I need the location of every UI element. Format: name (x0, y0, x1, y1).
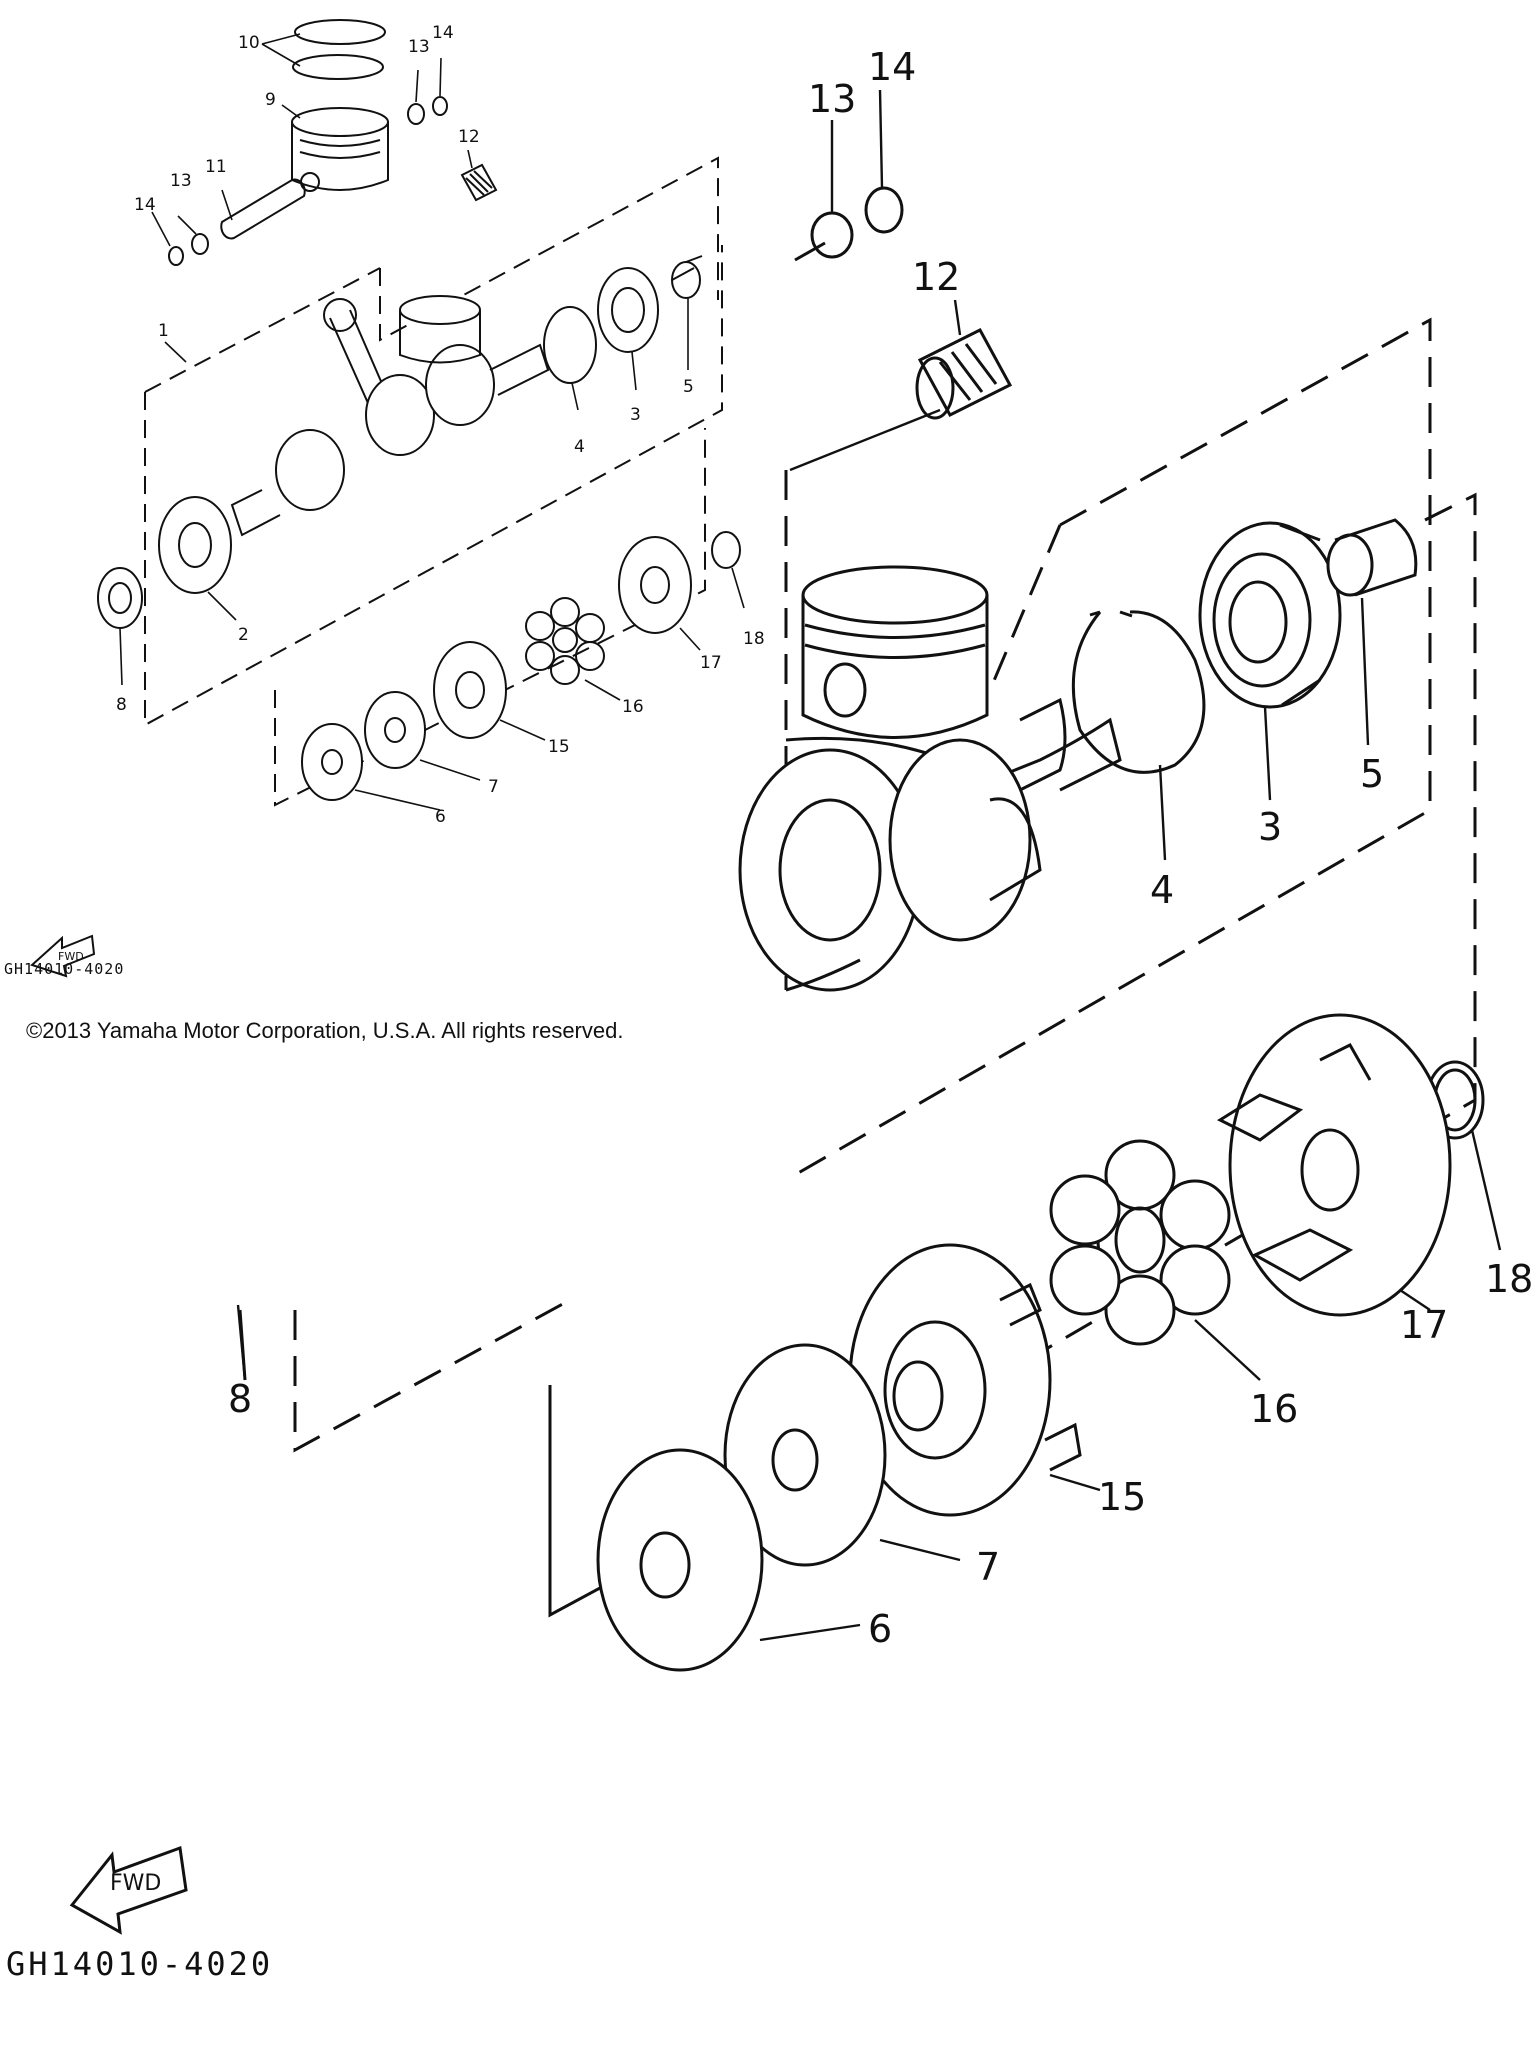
callout-14-small-right: 14 (432, 23, 454, 43)
callout-2-small: 2 (238, 625, 249, 645)
washer-18-small (711, 531, 741, 569)
callout-7-large: 7 (976, 1545, 1000, 1589)
callout-8-large: 8 (228, 1377, 252, 1421)
collar-5-large (1326, 518, 1418, 597)
piston-ring-lower (292, 54, 384, 80)
clip-14-large (864, 186, 904, 234)
damper-16-small (525, 597, 605, 685)
callout-5-small: 5 (683, 377, 694, 397)
callout-16-large: 16 (1250, 1387, 1298, 1431)
callout-8-small: 8 (116, 695, 127, 715)
callout-3-small: 3 (630, 405, 641, 425)
fwd-label-large: FWD (110, 1871, 161, 1896)
damper-16-large (1049, 1139, 1231, 1346)
washer-6-large (596, 1448, 764, 1672)
crank-assembly-boundary (144, 156, 723, 727)
callout-15-small: 15 (548, 737, 570, 757)
callout-17-small: 17 (700, 653, 722, 673)
piston-small (291, 107, 389, 192)
piston-pin (220, 178, 306, 240)
crankshaft-large (738, 697, 1122, 992)
callout-18-large: 18 (1485, 1257, 1533, 1301)
callout-12-large: 12 (912, 255, 960, 299)
bearing-2-small (158, 496, 232, 594)
coupling-15-small (433, 641, 507, 739)
fwd-arrow-icon-large: FWD (69, 1845, 188, 1935)
callout-11-small: 11 (205, 157, 227, 177)
needle-bearing-small (460, 163, 498, 202)
callout-13-large: 13 (808, 77, 856, 121)
callout-1-small: 1 (158, 321, 169, 341)
plate-7-large (723, 1343, 887, 1567)
coupling-15-large (848, 1243, 1082, 1517)
callout-13-small-right: 13 (408, 37, 430, 57)
callout-4-small: 4 (574, 437, 585, 457)
drive-group-boundary (274, 428, 706, 807)
crankshaft-small (230, 295, 550, 537)
coupling-17-large (1216, 1013, 1452, 1317)
coupling-17-small (618, 536, 692, 634)
callout-15-large: 15 (1098, 1475, 1146, 1519)
callout-3-large: 3 (1258, 805, 1282, 849)
callout-6-small: 6 (435, 807, 446, 827)
callout-14-small-left: 14 (134, 195, 156, 215)
washer-6-small (301, 723, 363, 801)
clip-14-left (168, 246, 184, 266)
callout-12-small: 12 (458, 127, 480, 147)
callout-18-small: 18 (743, 629, 765, 649)
callout-14-large: 14 (868, 45, 916, 89)
clip-13-right (407, 103, 425, 125)
callout-9-small: 9 (265, 90, 276, 110)
callout-7-small: 7 (488, 777, 499, 797)
callout-4-large: 4 (1150, 868, 1174, 912)
piston-large (801, 565, 989, 739)
clip-14-right (432, 96, 448, 116)
collar-5-small (671, 255, 703, 299)
callout-6-large: 6 (868, 1607, 892, 1651)
diagram-code-small: GH14010-4020 (4, 960, 125, 978)
plate-7-small (364, 691, 426, 769)
bearing-3-small (597, 267, 659, 353)
overview-diagram: 10 9 11 13 14 13 14 12 1 4 3 5 2 8 6 7 1… (30, 19, 765, 978)
clip-13-large (810, 211, 854, 259)
clip-13-left (191, 233, 209, 255)
fwd-label-small: FWD (58, 950, 84, 963)
drive-group-boundary-large (293, 1298, 571, 1453)
callout-10-small: 10 (238, 33, 260, 53)
circlip-4-large (1071, 610, 1206, 774)
bearing-3-large (1198, 521, 1342, 709)
circlip-4-small (543, 306, 597, 384)
callout-16-small: 16 (622, 697, 644, 717)
piston-ring-upper (294, 19, 386, 45)
enlarged-diagram: 13 14 12 4 3 5 18 17 16 15 7 6 8 FWD (69, 45, 1533, 1935)
copyright-notice: ©2013 Yamaha Motor Corporation, U.S.A. A… (26, 1018, 624, 1043)
callout-17-large: 17 (1400, 1303, 1448, 1347)
callout-13-small-left: 13 (170, 171, 192, 191)
oil-seal-8-small (97, 567, 143, 629)
needle-bearing-large (915, 328, 1013, 420)
diagram-code-large: GH14010-4020 (6, 1945, 274, 1983)
fwd-arrow-icon-small: FWD (30, 934, 96, 978)
callout-5-large: 5 (1360, 752, 1384, 796)
